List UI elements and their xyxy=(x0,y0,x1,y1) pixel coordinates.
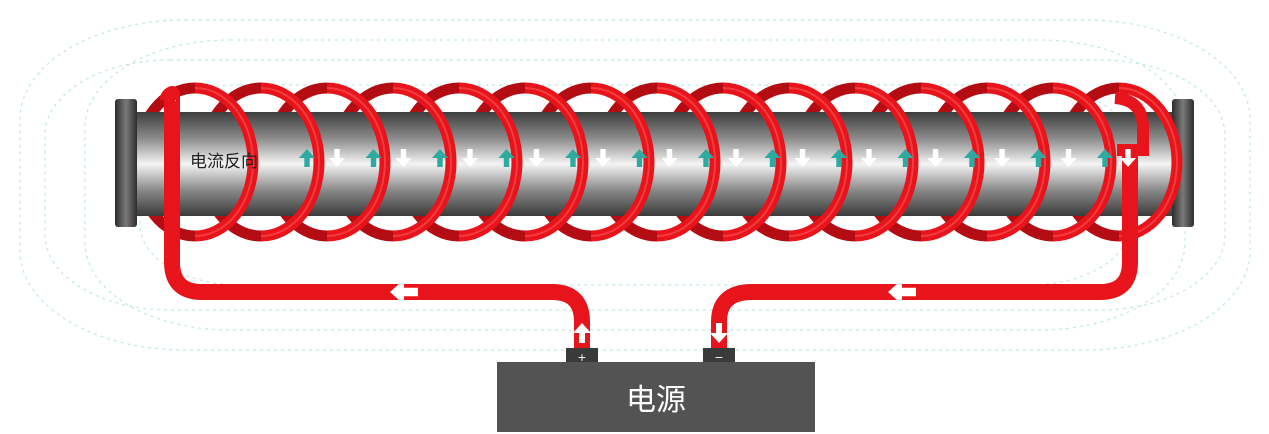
negative-terminal-sign: − xyxy=(714,351,723,364)
current-down-arrow-8 xyxy=(794,149,811,167)
lead-arrow-right xyxy=(888,279,916,305)
current-down-arrow-10 xyxy=(927,149,944,167)
coil-turn-front-12 xyxy=(920,82,985,242)
current-up-arrow-2 xyxy=(365,149,382,167)
current-up-arrow-6 xyxy=(631,149,648,167)
current-up-arrow-11 xyxy=(963,149,981,167)
coil-turn-highlight-1 xyxy=(194,87,254,237)
coil-turn-front-15 xyxy=(1118,82,1183,242)
coil-turn-highlight-9 xyxy=(722,87,782,237)
field-line-4 xyxy=(139,84,1131,286)
coil-turn-highlight-11 xyxy=(854,87,914,237)
lead-arrow-down-negative xyxy=(710,323,728,343)
field-line-1 xyxy=(44,59,1226,311)
lead-wire-coil-end xyxy=(1114,92,1149,156)
coil-turn-front-7 xyxy=(590,82,655,242)
coil-turn-highlight-5 xyxy=(458,87,518,237)
positive-terminal xyxy=(566,348,598,362)
coil-turn-front-11 xyxy=(854,82,919,242)
current-down-arrow-end xyxy=(1119,149,1137,167)
coil-turn-highlight-2 xyxy=(260,87,320,237)
coil-turn-highlight-4 xyxy=(392,87,452,237)
current-down-arrow-6 xyxy=(661,149,678,167)
current-up-arrow-12 xyxy=(1030,149,1047,167)
coil-turn-highlight-7 xyxy=(590,87,650,237)
coil-turn-front-10 xyxy=(788,82,853,242)
current-direction-label: 电流反向 xyxy=(190,152,258,172)
current-down-arrow-3 xyxy=(461,149,479,167)
coil-turn-highlight-15 xyxy=(1118,87,1178,237)
power-source-label: 电源 xyxy=(626,383,686,418)
current-down-arrow-7 xyxy=(727,149,745,167)
coil-turn-front-6 xyxy=(524,82,589,242)
current-down-arrow-2 xyxy=(395,149,412,167)
coil-turn-front-1 xyxy=(194,82,259,242)
negative-terminal xyxy=(703,348,735,362)
current-arrows xyxy=(298,149,1137,343)
lead-wire-positive xyxy=(160,86,590,350)
lead-wire-negative xyxy=(711,150,1138,350)
current-up-arrow-3 xyxy=(431,149,449,167)
coil-turn-front-9 xyxy=(722,82,787,242)
coil-turn-front-8 xyxy=(656,82,721,242)
lead-wires xyxy=(160,86,1149,350)
coil-turn-front-5 xyxy=(458,82,523,242)
lead-arrow-left xyxy=(390,279,418,305)
current-up-arrow-9 xyxy=(830,149,848,167)
lead-arrow-up-positive xyxy=(573,323,591,343)
coil-turn-highlight-8 xyxy=(656,87,716,237)
battery-body xyxy=(497,362,815,432)
current-up-arrow-8 xyxy=(764,149,781,167)
coil-turn-highlight-12 xyxy=(920,87,980,237)
current-up-arrow-1 xyxy=(298,149,316,167)
coil-turn-front-13 xyxy=(986,82,1051,242)
coil-front-segments xyxy=(194,82,1183,242)
current-down-arrow-5 xyxy=(594,149,612,167)
power-source: + − 电源 xyxy=(497,348,815,432)
coil-turn-front-14 xyxy=(1052,82,1117,242)
rod-left-cap xyxy=(115,99,137,227)
coil-turn-highlight-3 xyxy=(326,87,386,237)
current-up-arrow-7 xyxy=(697,149,715,167)
current-up-arrow-5 xyxy=(564,149,582,167)
current-down-arrow-11 xyxy=(993,149,1011,167)
current-down-arrow-4 xyxy=(528,149,545,167)
current-up-arrow-4 xyxy=(498,149,515,167)
field-line-3 xyxy=(19,19,1251,351)
current-down-arrow-9 xyxy=(860,149,878,167)
coil-turn-highlight-14 xyxy=(1052,87,1112,237)
coil-turn-highlight-6 xyxy=(524,87,584,237)
coil-turn-front-2 xyxy=(260,82,325,242)
current-up-arrow-13 xyxy=(1096,149,1114,167)
current-down-arrow-1 xyxy=(328,149,346,167)
positive-terminal-sign: + xyxy=(577,351,586,364)
coil-turn-highlight-10 xyxy=(788,87,848,237)
coil-turn-highlight-13 xyxy=(986,87,1046,237)
current-up-arrow-10 xyxy=(897,149,914,167)
current-down-arrow-12 xyxy=(1060,149,1077,167)
coil-turn-front-3 xyxy=(326,82,391,242)
coil-turn-front-4 xyxy=(392,82,457,242)
